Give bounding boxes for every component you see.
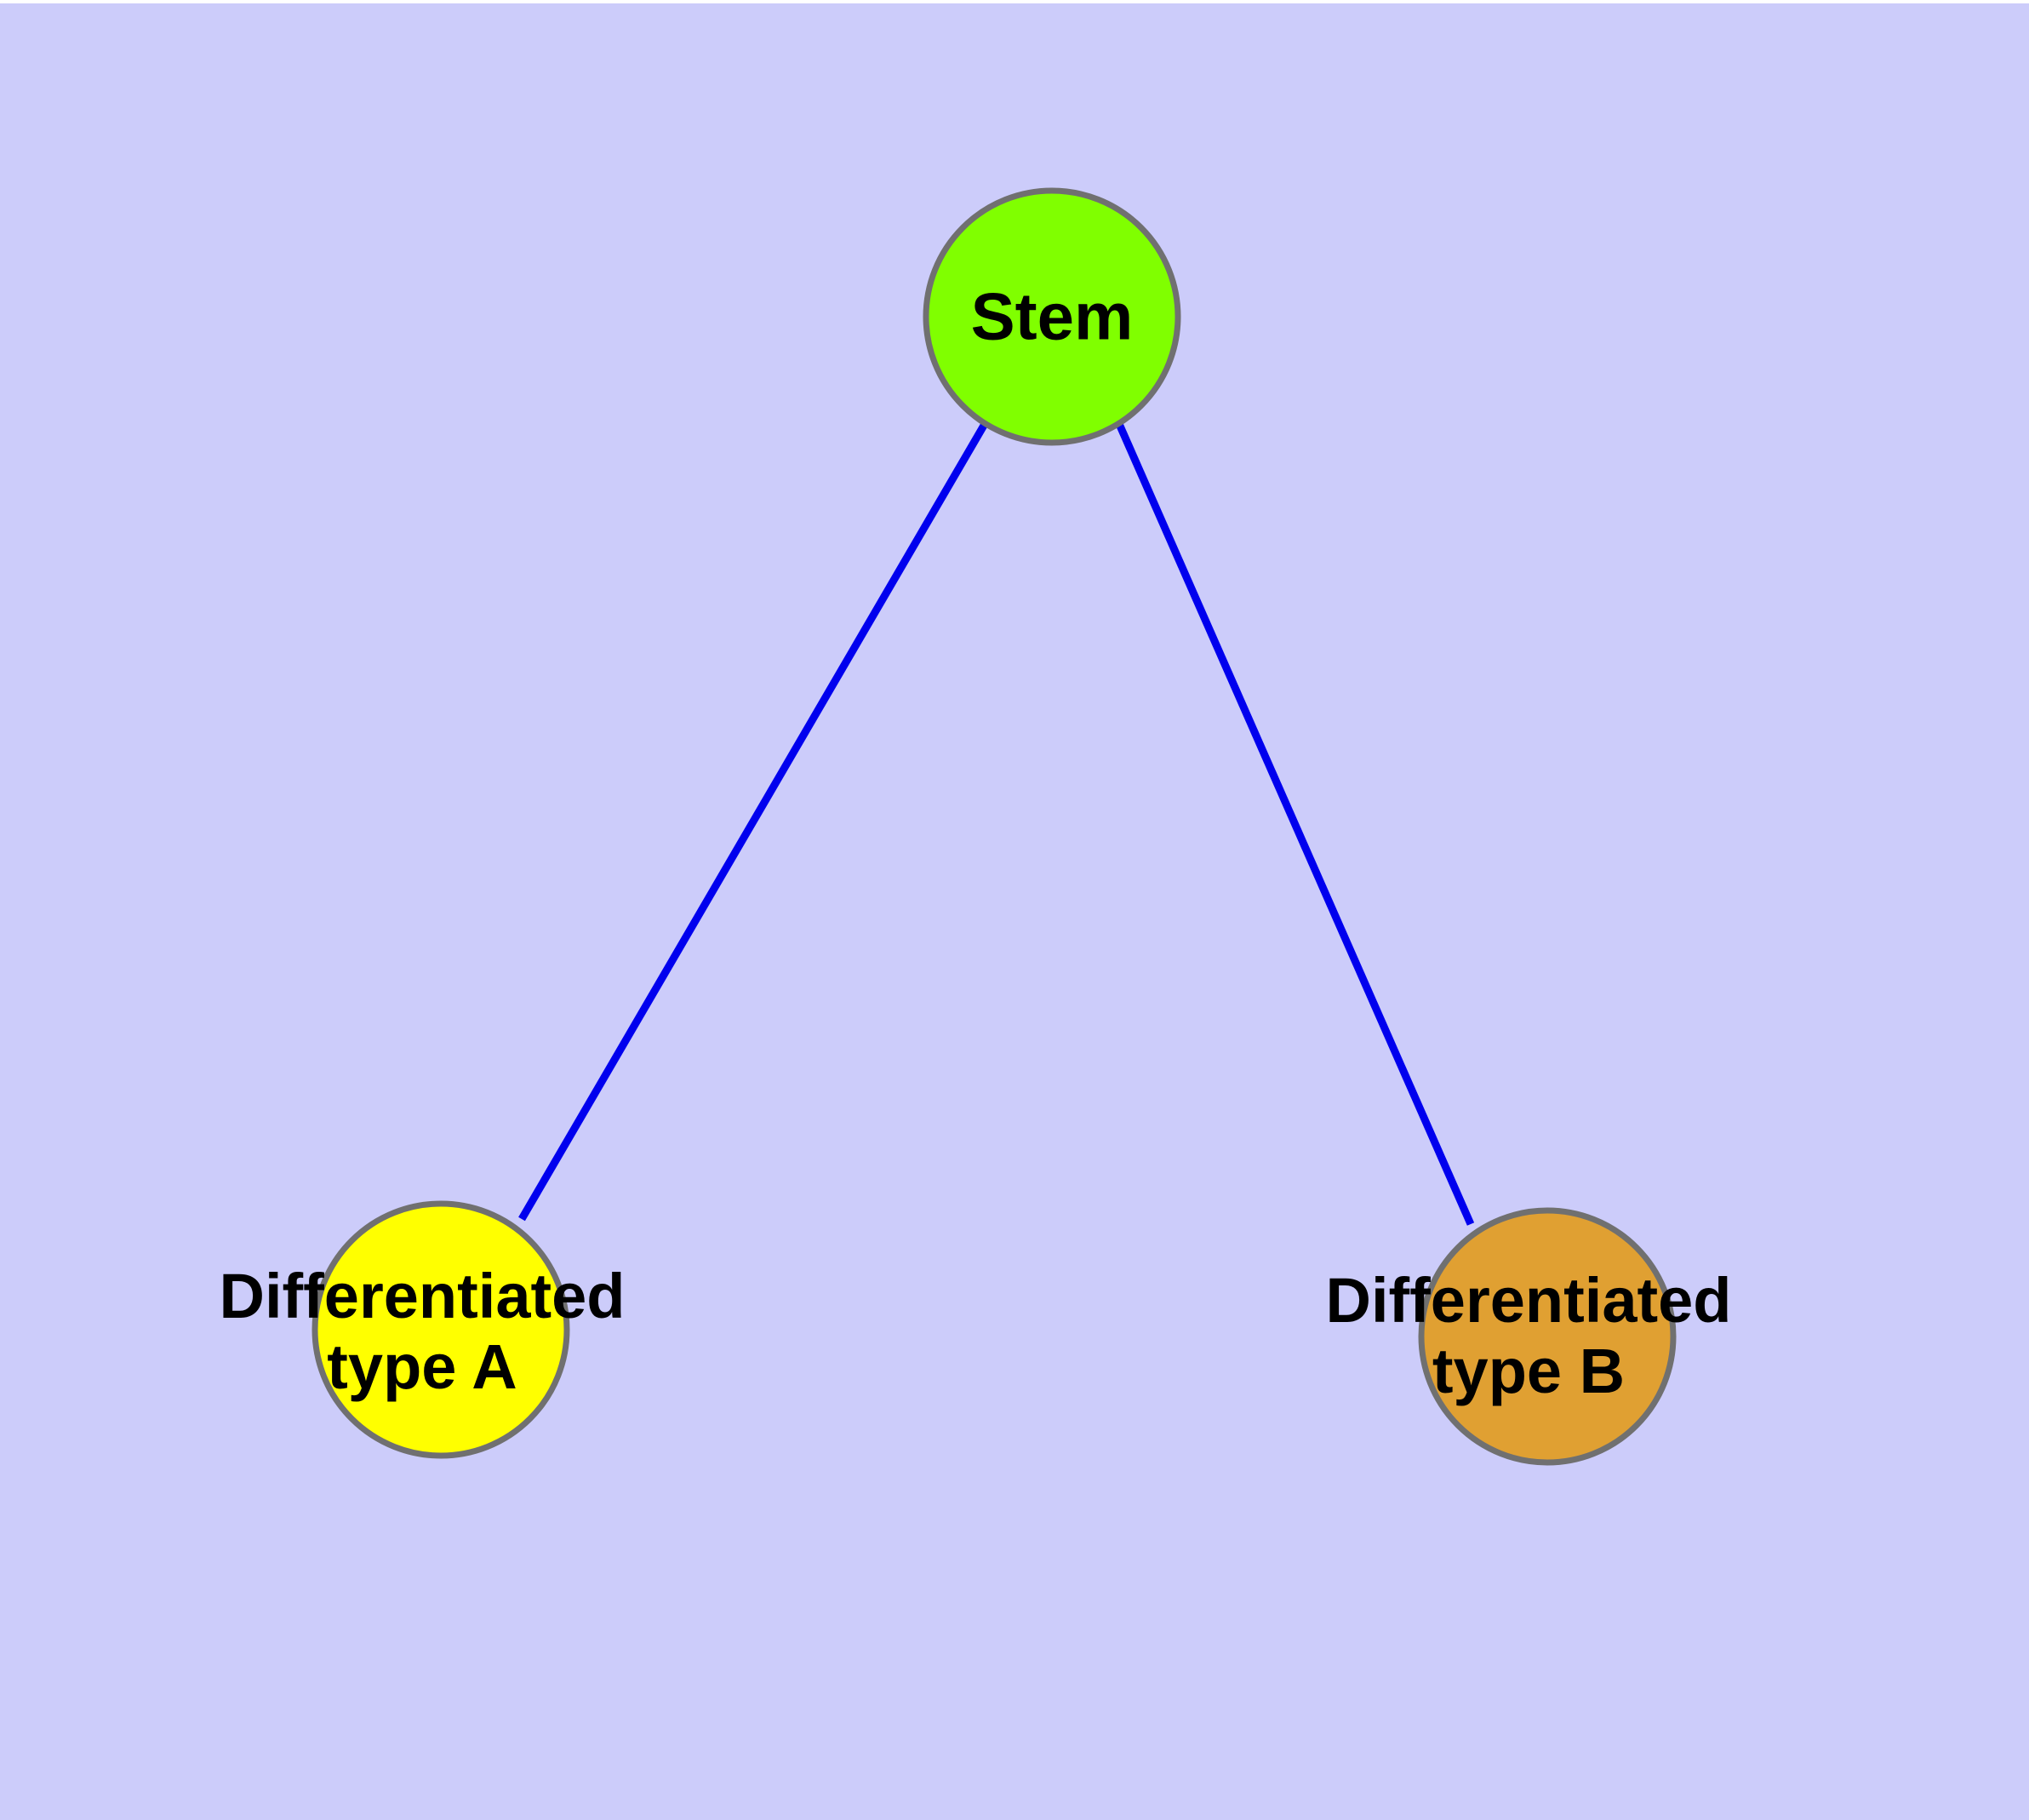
node-differentiated-type-a[interactable] [311, 1200, 570, 1459]
node-layer [311, 187, 1677, 1466]
node-stem[interactable] [923, 187, 1181, 446]
edge-stem-to-differentiated-type-b[interactable] [1115, 422, 1475, 1226]
edge-stem-to-differentiated-type-a[interactable] [518, 421, 988, 1222]
edge-layer [518, 421, 1475, 1226]
node-differentiated-type-b[interactable] [1418, 1207, 1677, 1466]
